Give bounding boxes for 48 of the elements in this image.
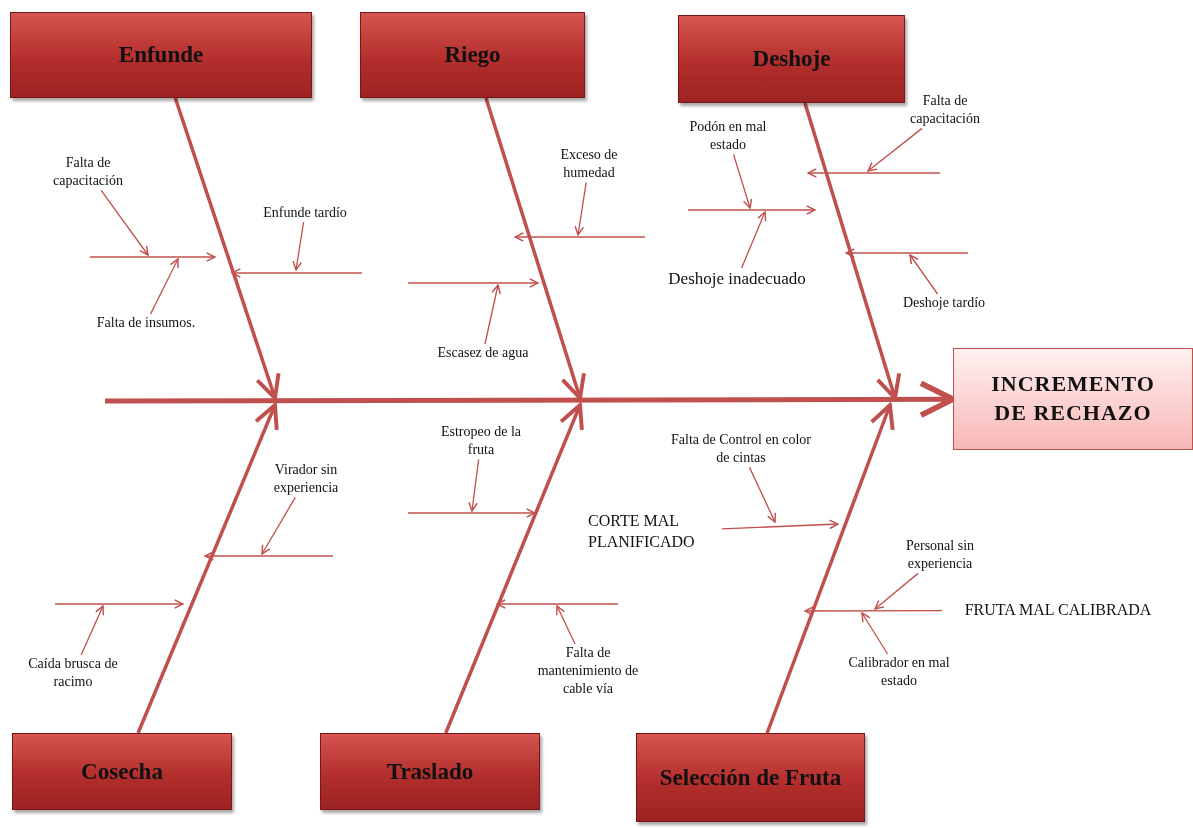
cause-label: Podón en mal estado	[676, 118, 780, 155]
category-box: Traslado	[320, 733, 540, 810]
effect-box: INCREMENTO DE RECHAZO	[953, 348, 1193, 450]
cause-label: Enfunde tardío	[244, 204, 366, 223]
cause-arrow	[909, 254, 939, 295]
cause-label: Estropeo de la fruta	[428, 423, 534, 460]
cause-label: Falta de insumos.	[72, 314, 220, 333]
category-box: Riego	[360, 12, 585, 98]
cause-arrow	[748, 466, 776, 523]
cause-arrow	[732, 153, 753, 209]
cause-label: Exceso de humedad	[542, 146, 636, 183]
bone-arrow	[136, 403, 279, 734]
cause-arrow	[740, 211, 767, 269]
bone-arrow	[173, 97, 281, 400]
cause-arrow	[874, 572, 919, 610]
cause-label: Deshoje tardío	[884, 294, 1004, 313]
cause-label: FRUTA MAL CALIBRADA	[942, 600, 1174, 621]
cause-label: Calibrador en mal estado	[832, 654, 966, 691]
cause-label: Escasez de agua	[416, 344, 550, 363]
cause-arrow	[292, 221, 305, 271]
cause-arrow	[80, 605, 105, 656]
cause-arrow	[100, 189, 149, 256]
category-box: Deshoje	[678, 15, 905, 103]
cause-arrow	[556, 605, 576, 645]
cause-label: Caída brusca de racimo	[10, 655, 136, 692]
bone-arrow	[803, 102, 902, 400]
cause-label: Virador sin experiencia	[258, 461, 354, 498]
cause-label: CORTE MAL PLANIFICADO	[588, 511, 722, 553]
cause-arrow	[574, 181, 587, 236]
cause-label: Falta de Control en color de cintas	[670, 431, 812, 468]
cause-arrow	[721, 519, 839, 530]
cause-arrow	[484, 284, 501, 345]
cause-arrow	[149, 258, 179, 315]
cause-arrow	[468, 458, 480, 512]
bone-arrow	[484, 97, 586, 400]
cause-arrow	[804, 606, 943, 616]
cause-label: Falta de capacitación	[36, 154, 140, 191]
category-box: Cosecha	[12, 733, 232, 810]
category-box: Selección de Fruta	[636, 733, 865, 822]
cause-label: Falta de mantenimiento de cable vía	[526, 644, 650, 699]
bone-arrow	[765, 403, 895, 734]
cause-arrow	[867, 127, 923, 172]
cause-label: Personal sin experiencia	[886, 537, 994, 574]
category-box: Enfunde	[10, 12, 312, 98]
cause-label: Deshoje inadecuado	[664, 268, 810, 291]
cause-arrow	[861, 612, 889, 655]
cause-arrow	[261, 496, 296, 555]
bone-arrow	[444, 403, 584, 734]
